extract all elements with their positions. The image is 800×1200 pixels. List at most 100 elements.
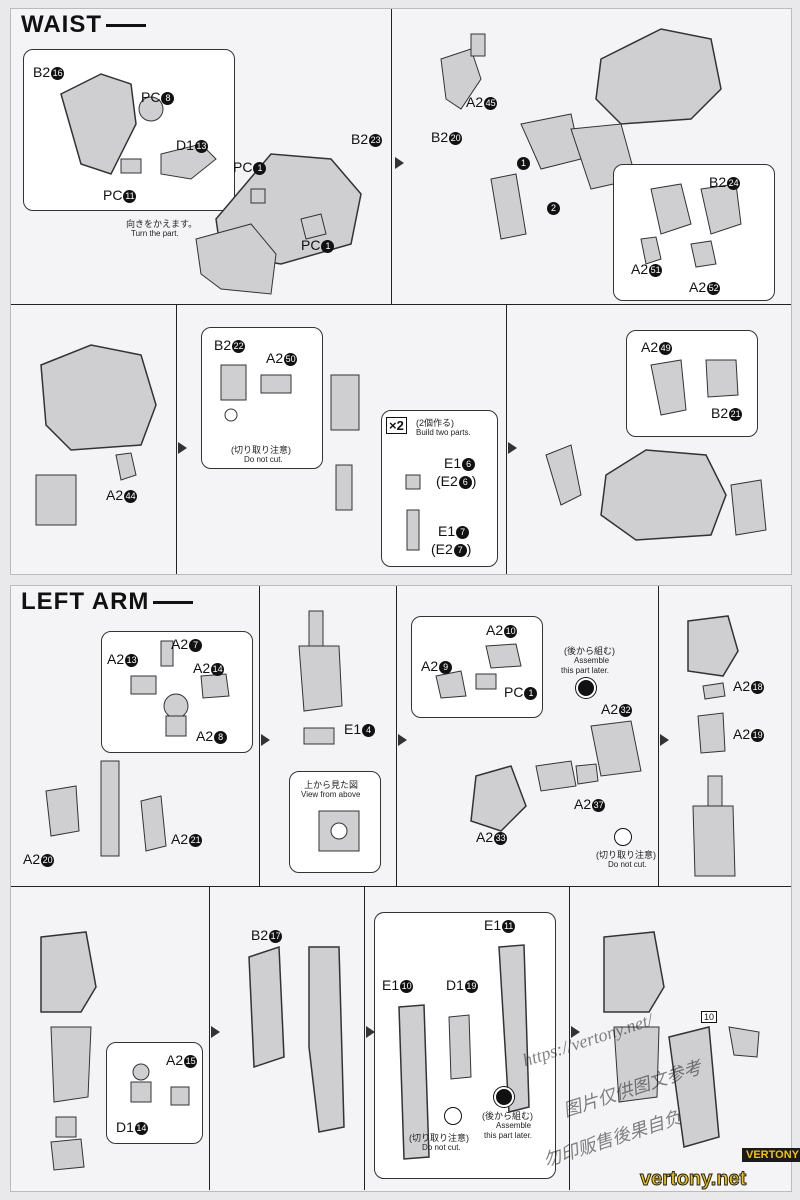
arm-part-shoulder-joint: [435, 643, 522, 699]
waist-part-leg-joint: [330, 374, 360, 511]
cut-warning-en: Do not cut.: [422, 1143, 461, 1152]
arm-part-complete: [603, 931, 760, 1148]
build-two-en: Build two parts.: [416, 428, 471, 437]
cut-warning-jp: (切り取り注意): [596, 850, 656, 860]
step-number-2: 2: [546, 199, 560, 215]
arm-part-d1-14: [130, 1063, 190, 1106]
arm-part-upper: [45, 760, 167, 857]
waist-step-2-callout: [613, 164, 775, 301]
step-arrow: [211, 1026, 220, 1038]
view-from-above-diagram: [318, 810, 360, 852]
waist-part-b2-24: [640, 183, 742, 268]
waist-part-b2-22: [220, 364, 292, 422]
step-arrow: [178, 442, 187, 454]
arm-part-shoulder: [470, 720, 642, 832]
watermark-logo: VERTONY: [742, 1148, 800, 1162]
arm-part-elbow: [130, 640, 230, 737]
arm-part-forearm-armor: [248, 945, 345, 1133]
arm-step-9: 10: [569, 887, 790, 1190]
step-arrow: [366, 1026, 375, 1038]
turn-part-en: Turn the part.: [131, 229, 179, 238]
arm-part-forearm: [298, 610, 343, 745]
waist-part-assembly-3: [35, 344, 157, 526]
cut-warning-en: Do not cut.: [608, 860, 647, 869]
waist-section-title: WAIST: [21, 11, 146, 39]
waist-part-assembly-5: [545, 444, 767, 541]
times-two-badge: ×2: [386, 417, 407, 434]
step-arrow: [261, 734, 270, 746]
step-arrow: [571, 1026, 580, 1038]
arm-row-divider: [11, 886, 791, 887]
waist-part-assembly-2: [440, 28, 722, 240]
assemble-later-icon: [576, 678, 596, 698]
assemble-later-en-1: Assemble: [574, 656, 610, 665]
assemble-later-icon: [494, 1087, 514, 1107]
assemble-later-jp: (後から組む): [564, 646, 615, 656]
cut-warning-icon: [614, 828, 632, 846]
assemble-later-en-2: this part later.: [561, 666, 610, 675]
waist-part-assembly-1: [60, 73, 362, 295]
cut-warning-jp: (切り取り注意): [409, 1133, 469, 1143]
cut-warning-icon: [444, 1107, 462, 1125]
step-arrow: [398, 734, 407, 746]
watermark-site: vertony.net: [639, 1168, 747, 1191]
view-from-above-en: View from above: [301, 790, 361, 799]
arm-part-forearm-frame: [398, 944, 530, 1160]
left-arm-section-title: LEFT ARM: [21, 588, 193, 616]
step-ref-10: 10: [701, 1011, 718, 1023]
assemble-later-en-2: this part later.: [484, 1131, 533, 1140]
step-arrow: [508, 442, 517, 454]
step-arrow: [395, 157, 404, 169]
cut-warning-jp: (切り取り注意): [231, 445, 291, 455]
step-number-1: 1: [516, 154, 530, 170]
turn-part-jp: 向きをかえます。: [126, 219, 198, 229]
